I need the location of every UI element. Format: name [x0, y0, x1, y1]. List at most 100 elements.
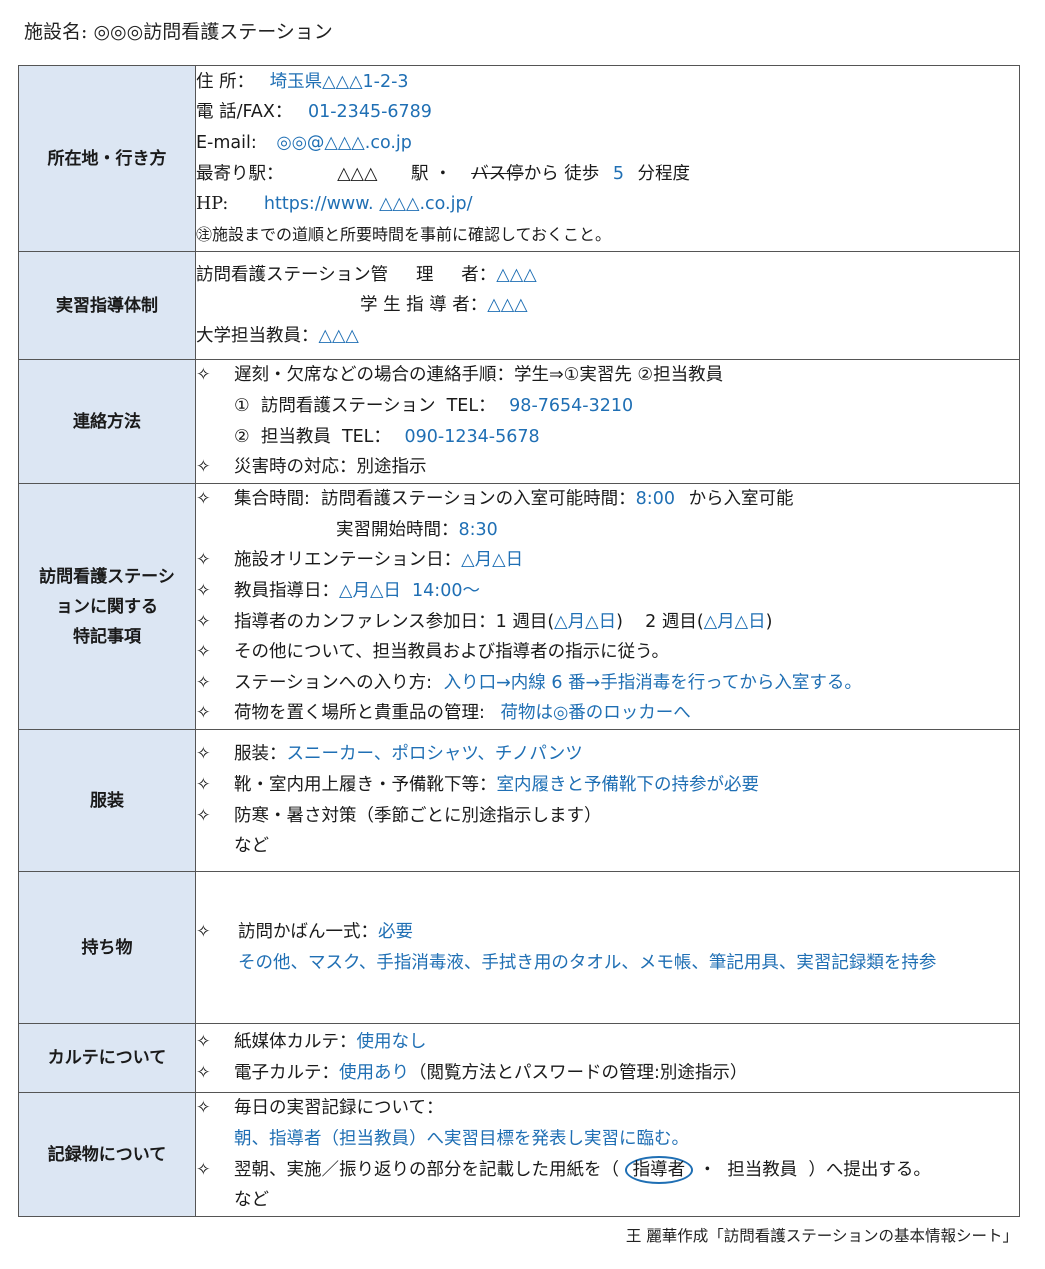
label-belongings: 持ち物: [18, 871, 196, 1024]
bullet-icon: ✧: [196, 921, 211, 942]
notes-line-5: ✧指導者のカンファレンス参加日：1 週目(△月△日) 2 週目(△月△日): [196, 607, 1019, 638]
label-station-notes: 訪問看護ステーシ ョンに関する 特記事項: [18, 483, 196, 730]
credit-caption: 王 麗華作成「訪問看護ステーションの基本情報シート」: [625, 1227, 1018, 1245]
bullet-icon: ✧: [196, 365, 211, 386]
bullet-icon: ✧: [196, 1098, 211, 1119]
row-supervision: 実習指導体制 訪問看護ステーション管 理 者：△△△ 学 生 指 導 者：△△△…: [18, 251, 1020, 360]
row-station-notes: 訪問看護ステーシ ョンに関する 特記事項 ✧集合時間: 訪問看護ステーションの入…: [18, 483, 1020, 730]
bullet-icon: ✧: [196, 703, 211, 724]
clothing-value: スニーカー、ポロシャツ、チノパンツ: [286, 744, 583, 765]
content-supervision: 訪問看護ステーション管 理 者：△△△ 学 生 指 導 者：△△△ 大学担当教員…: [195, 251, 1020, 360]
content-belongings: ✧訪問かばん一式：必要 その他、マスク、手指消毒液、手拭き用のタオル、メモ帳、筆…: [195, 871, 1020, 1024]
bullet-icon: ✧: [196, 550, 211, 571]
paper-chart-value: 使用なし: [356, 1032, 427, 1053]
chart-line-1: ✧紙媒体カルテ：使用なし: [196, 1027, 1019, 1058]
label-clothing: 服装: [18, 729, 196, 872]
tel-line: 電 話/FAX： 01-2345-6789: [196, 97, 1019, 128]
label-records: 記録物について: [18, 1092, 196, 1217]
content-chart: ✧紙媒体カルテ：使用なし ✧電子カルテ：使用あり（閲覧方法とパスワードの管理:別…: [195, 1023, 1020, 1093]
faculty-guidance-date-value: △月△日 14:00～: [339, 580, 480, 601]
bullet-icon: ✧: [196, 1063, 211, 1083]
row-address: 所在地・行き方 住 所： 埼玉県△△△1-2-3 電 話/FAX： 01-234…: [18, 65, 1020, 252]
contact-line-4: ✧災害時の対応：別途指示: [196, 452, 1019, 483]
bullet-icon: ✧: [196, 642, 211, 663]
records-line-3: ✧翌朝、実施／振り返りの部分を記載した用紙を（ 指導者 ・ 担当教員 ）へ提出す…: [196, 1155, 1019, 1186]
hp-url[interactable]: https://www. △△△.co.jp/: [263, 194, 473, 215]
circled-instructor: 指導者: [624, 1155, 694, 1184]
shoes-value: 室内履きと予備靴下の持参が必要: [496, 774, 760, 795]
manager-value: △△△: [496, 264, 537, 285]
bullet-icon: ✧: [196, 1159, 211, 1180]
contact-line-1: ✧遅刻・欠席などの場合の連絡手順：学生⇒①実習先 ②担当教員: [196, 360, 1019, 391]
address-line: 住 所： 埼玉県△△△1-2-3: [196, 67, 1019, 98]
records-line-2: 朝、指導者（担当教員）へ実習目標を発表し実習に臨む。: [234, 1128, 689, 1149]
notes-line-6: ✧その他について、担当教員および指導者の指示に従う。: [196, 637, 1019, 668]
clothing-line-1: ✧服装：スニーカー、ポロシャツ、チノパンツ: [196, 739, 1019, 770]
address-note: ㊟施設までの道順と所要時間を事前に確認しておくこと。: [196, 224, 612, 244]
chart-line-2: ✧電子カルテ：使用あり（閲覧方法とパスワードの管理:別途指示）: [196, 1058, 1019, 1089]
manager-line: 訪問看護ステーション管 理 者：△△△: [196, 264, 537, 285]
hp-line: HP: https://www. △△△.co.jp/: [196, 189, 1019, 220]
bullet-icon: ✧: [196, 744, 211, 765]
electronic-chart-value: 使用あり: [339, 1063, 409, 1083]
notes-line-7: ✧ステーションへの入り方: 入り口→内線 6 番→手指消毒を行ってから入室する。: [196, 668, 1019, 699]
clothing-line-4: など: [234, 836, 269, 857]
faculty-value: △△△: [318, 325, 359, 346]
bus-stop-struck: バス停: [471, 163, 524, 184]
belongings-line-1: ✧訪問かばん一式：必要: [196, 917, 1019, 948]
belongings-line-2: その他、マスク、手指消毒液、手拭き用のタオル、メモ帳、筆記用具、実習記録類を持参: [238, 952, 937, 973]
clothing-line-3: ✧防寒・暑さ対策（季節ごとに別途指示します）: [196, 801, 1019, 832]
notes-line-1: ✧集合時間: 訪問看護ステーションの入室可能時間：8:00 から入室可能: [196, 484, 1019, 515]
open-time-value: 8:00: [635, 489, 675, 510]
info-sheet-table: 所在地・行き方 住 所： 埼玉県△△△1-2-3 電 話/FAX： 01-234…: [18, 65, 1020, 1217]
orientation-date-value: △月△日: [461, 550, 524, 571]
contact-line-3: ② 担当教員 TEL： 090-1234-5678: [196, 422, 1019, 453]
contact-line-2: ① 訪問看護ステーション TEL： 98-7654-3210: [196, 391, 1019, 422]
start-time-value: 8:30: [458, 519, 498, 540]
content-contact: ✧遅刻・欠席などの場合の連絡手順：学生⇒①実習先 ②担当教員 ① 訪問看護ステー…: [195, 359, 1020, 484]
content-station-notes: ✧集合時間: 訪問看護ステーションの入室可能時間：8:00 から入室可能 実習開…: [195, 483, 1020, 730]
walk-minutes: 5: [612, 163, 624, 184]
conference-week2-value: △月△日: [703, 611, 766, 632]
row-records: 記録物について ✧毎日の実習記録について： 朝、指導者（担当教員）へ実習目標を発…: [18, 1092, 1020, 1217]
bullet-icon: ✧: [196, 580, 211, 601]
station-name: △△△: [337, 163, 378, 184]
bullet-icon: ✧: [196, 457, 211, 478]
faculty-line: 大学担当教員：△△△: [196, 325, 359, 346]
bullet-icon: ✧: [196, 805, 211, 826]
bullet-icon: ✧: [196, 1032, 211, 1053]
clothing-line-2: ✧靴・室内用上履き・予備靴下等：室内履きと予備靴下の持参が必要: [196, 770, 1019, 801]
station-tel-value: 98-7654-3210: [509, 395, 634, 416]
bullet-icon: ✧: [196, 611, 211, 632]
notes-line-3: ✧施設オリエンテーション日：△月△日: [196, 545, 1019, 576]
bullet-icon: ✧: [196, 774, 211, 795]
instructor-value: △△△: [487, 295, 528, 316]
facility-label: 施設名:: [24, 21, 88, 43]
email-value: ◎◎@△△△.co.jp: [276, 132, 412, 153]
label-contact: 連絡方法: [18, 359, 196, 484]
records-line-4: など: [234, 1190, 269, 1211]
entry-procedure-value: 入り口→内線 6 番→手指消毒を行ってから入室する。: [443, 672, 862, 693]
bag-value: 必要: [378, 921, 413, 942]
facility-value: ◎◎◎訪問看護ステーション: [93, 21, 333, 43]
station-line: 最寄り駅： △△△ 駅 ・ バス停から 徒歩 5 分程度: [196, 159, 1019, 190]
row-contact: 連絡方法 ✧遅刻・欠席などの場合の連絡手順：学生⇒①実習先 ②担当教員 ① 訪問…: [18, 359, 1020, 484]
email-line: E-mail: ◎◎@△△△.co.jp: [196, 128, 1019, 159]
notes-line-8: ✧荷物を置く場所と貴重品の管理: 荷物は◎番のロッカーへ: [196, 698, 1019, 729]
notes-line-4: ✧教員指導日：△月△日 14:00～: [196, 576, 1019, 607]
conference-week1-value: △月△日: [554, 611, 617, 632]
label-chart: カルテについて: [18, 1023, 196, 1093]
content-records: ✧毎日の実習記録について： 朝、指導者（担当教員）へ実習目標を発表し実習に臨む。…: [195, 1092, 1020, 1217]
facility-name: 施設名: ◎◎◎訪問看護ステーション: [24, 17, 333, 44]
content-clothing: ✧服装：スニーカー、ポロシャツ、チノパンツ ✧靴・室内用上履き・予備靴下等：室内…: [195, 729, 1020, 872]
row-chart: カルテについて ✧紙媒体カルテ：使用なし ✧電子カルテ：使用あり（閲覧方法とパス…: [18, 1023, 1020, 1093]
faculty-tel-value: 090-1234-5678: [404, 426, 540, 447]
bullet-icon: ✧: [196, 489, 211, 510]
content-address: 住 所： 埼玉県△△△1-2-3 電 話/FAX： 01-2345-6789 E…: [195, 65, 1020, 252]
tel-value: 01-2345-6789: [307, 102, 432, 123]
bullet-icon: ✧: [196, 672, 211, 693]
address-value: 埼玉県△△△1-2-3: [269, 71, 409, 92]
instructor-line: 学 生 指 導 者：△△△: [360, 295, 528, 316]
luggage-value: 荷物は◎番のロッカーへ: [500, 703, 691, 724]
records-line-1: ✧毎日の実習記録について：: [196, 1093, 1019, 1124]
